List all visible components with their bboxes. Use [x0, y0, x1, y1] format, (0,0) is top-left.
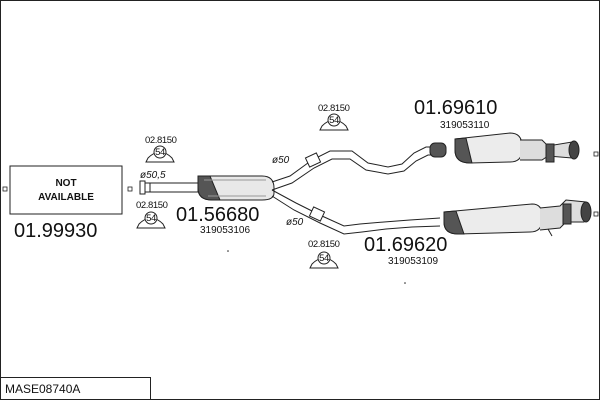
upper-branch-diameter: ø50: [272, 155, 290, 166]
clamp-badge: 54: [155, 147, 165, 158]
lower-branch-pipe: [271, 189, 441, 235]
clamp-rear-lower[interactable]: 02.8150 54: [308, 239, 340, 269]
front-inlet-pipe: [139, 180, 199, 195]
clamp-rear-lower-number: 02.8150: [308, 239, 340, 250]
clamp-badge: 54: [329, 115, 339, 126]
rear-silencer-upper: [429, 132, 580, 164]
clamp-front-upper[interactable]: 02.8150 54: [145, 135, 177, 163]
clamp-front-lower-number: 02.8150: [136, 200, 168, 211]
stray-dot: [404, 282, 406, 284]
clamp-badge: 54: [319, 253, 329, 264]
not-available-line2: AVAILABLE: [38, 192, 94, 203]
stray-dot: [227, 250, 229, 252]
front-pipe-part-number[interactable]: 01.99930: [14, 220, 97, 242]
middle-silencer: [197, 175, 275, 201]
left-connector-marker: [2, 186, 8, 192]
system-code-box: MASE08740A: [0, 377, 151, 400]
clamp-badge: 54: [146, 213, 156, 224]
lower-branch-diameter: ø50: [286, 217, 304, 228]
front-inlet-diameter: ø50,5: [140, 170, 166, 181]
middle-silencer-part-number[interactable]: 01.56680: [176, 204, 259, 226]
rear-silencer-lower: [443, 199, 592, 237]
clamp-front-lower[interactable]: 02.8150 54: [136, 200, 168, 229]
right-connector-marker-upper: [593, 151, 599, 157]
inlet-connector-marker: [127, 186, 133, 192]
clamp-front-upper-number: 02.8150: [145, 135, 177, 146]
rear-silencer-upper-part-number[interactable]: 01.69610: [414, 97, 497, 119]
system-code: MASE08740A: [5, 382, 80, 396]
rear-silencer-lower-ref: 319053109: [388, 256, 438, 267]
middle-silencer-ref: 319053106: [200, 225, 250, 236]
right-connector-marker-lower: [593, 211, 599, 217]
clamp-rear-upper[interactable]: 02.8150 54: [318, 103, 350, 131]
not-available-box: NOT AVAILABLE: [9, 165, 123, 215]
upper-branch-pipe: [271, 146, 440, 191]
not-available-line1: NOT: [55, 178, 76, 189]
clamp-rear-upper-number: 02.8150: [318, 103, 350, 114]
rear-silencer-lower-part-number[interactable]: 01.69620: [364, 234, 447, 256]
rear-silencer-upper-ref: 319053110: [440, 120, 490, 131]
